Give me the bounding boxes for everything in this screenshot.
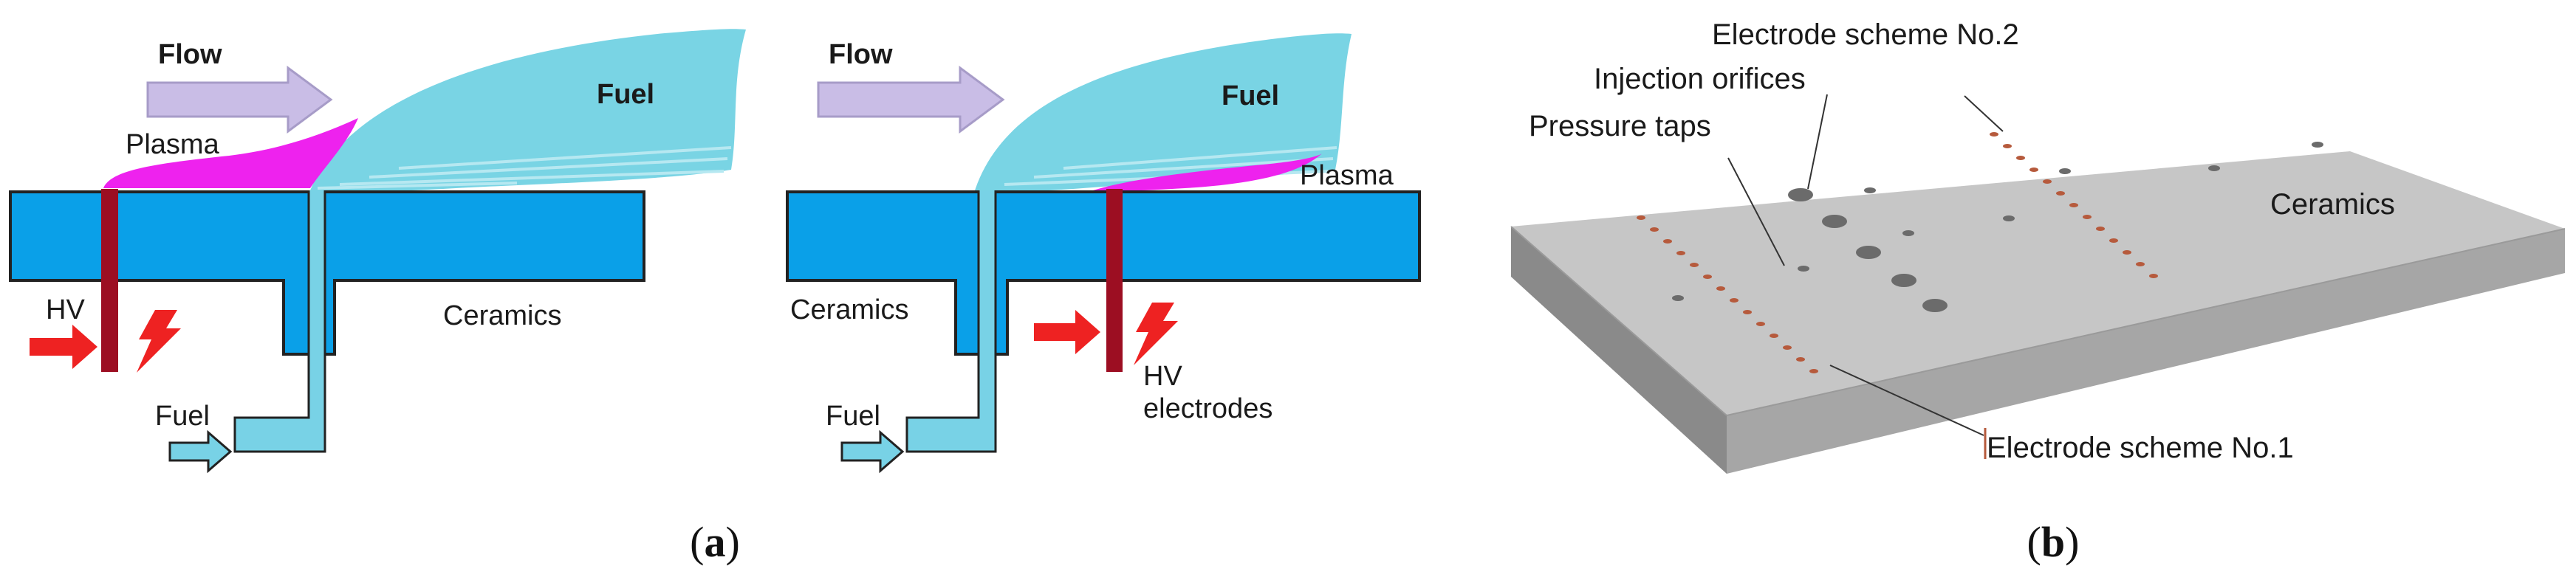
electrode-row-1 (1637, 215, 1818, 373)
hv-electrode (101, 189, 118, 372)
hv-label: HV (46, 294, 85, 325)
plasma-region (1093, 153, 1322, 191)
pressure-taps-label: Pressure taps (1529, 110, 1711, 142)
plate-front-face (1511, 227, 1727, 474)
plate-side-face (1727, 229, 2565, 474)
plasma-label: Plasma (126, 129, 220, 160)
panel-b-plate: Electrode scheme No.2 Injection orifices… (1510, 18, 2566, 474)
fuel-top-label: Fuel (1222, 80, 1279, 111)
hv-electrode (1106, 189, 1123, 372)
electrode-scheme-1-label: Electrode scheme No.1 (1987, 432, 2294, 464)
fuel-inlet-arrow (168, 429, 233, 474)
caption-a: (a) (690, 518, 740, 566)
leader-electrode-2 (1964, 95, 2004, 132)
plasma-label: Plasma (1300, 160, 1394, 191)
electrode-scheme-2-label: Electrode scheme No.2 (1712, 18, 2019, 51)
leader-injection (1807, 94, 1828, 190)
panel-a-right-diagram: Flow Fuel Plasma Ceramics HV electrodes … (786, 33, 1421, 474)
fuel-inlet-label: Fuel (155, 401, 210, 432)
fuel-plume-streaks (317, 146, 732, 190)
injection-orifices-label: Injection orifices (1594, 63, 1806, 95)
plate-top-face (1511, 151, 2565, 415)
hv-label: HV (1143, 361, 1182, 392)
flow-arrow (146, 66, 333, 134)
ceramics-label: Ceramics (2270, 188, 2395, 221)
ceramic-body (786, 190, 1421, 356)
spark-icon (137, 310, 181, 373)
pressure-taps (1672, 142, 2323, 301)
flow-arrow (817, 66, 1005, 134)
hv-arrow (1034, 310, 1100, 354)
caption-b: (b) (2027, 518, 2080, 566)
leader-pressure (1727, 157, 1785, 266)
flow-label: Flow (829, 39, 893, 70)
leader-electrode-1 (1829, 365, 1984, 436)
fuel-plume (310, 29, 746, 193)
hv-electrodes-label: electrodes (1143, 393, 1272, 424)
electrode-row-2 (1990, 132, 2158, 278)
plasma-region (103, 118, 358, 188)
panel-a-left-diagram: Flow Fuel Plasma HV Ceramics Fuel (9, 29, 746, 474)
injection-orifices (1788, 188, 1948, 312)
fuel-top-label: Fuel (597, 79, 654, 110)
hv-arrow (30, 325, 97, 369)
fuel-inlet-arrow (840, 429, 905, 474)
fuel-inlet-label: Fuel (826, 401, 880, 432)
ceramics-label: Ceramics (443, 300, 561, 331)
spark-icon (1134, 303, 1178, 365)
flow-label: Flow (158, 39, 222, 70)
ceramics-label: Ceramics (790, 294, 908, 325)
